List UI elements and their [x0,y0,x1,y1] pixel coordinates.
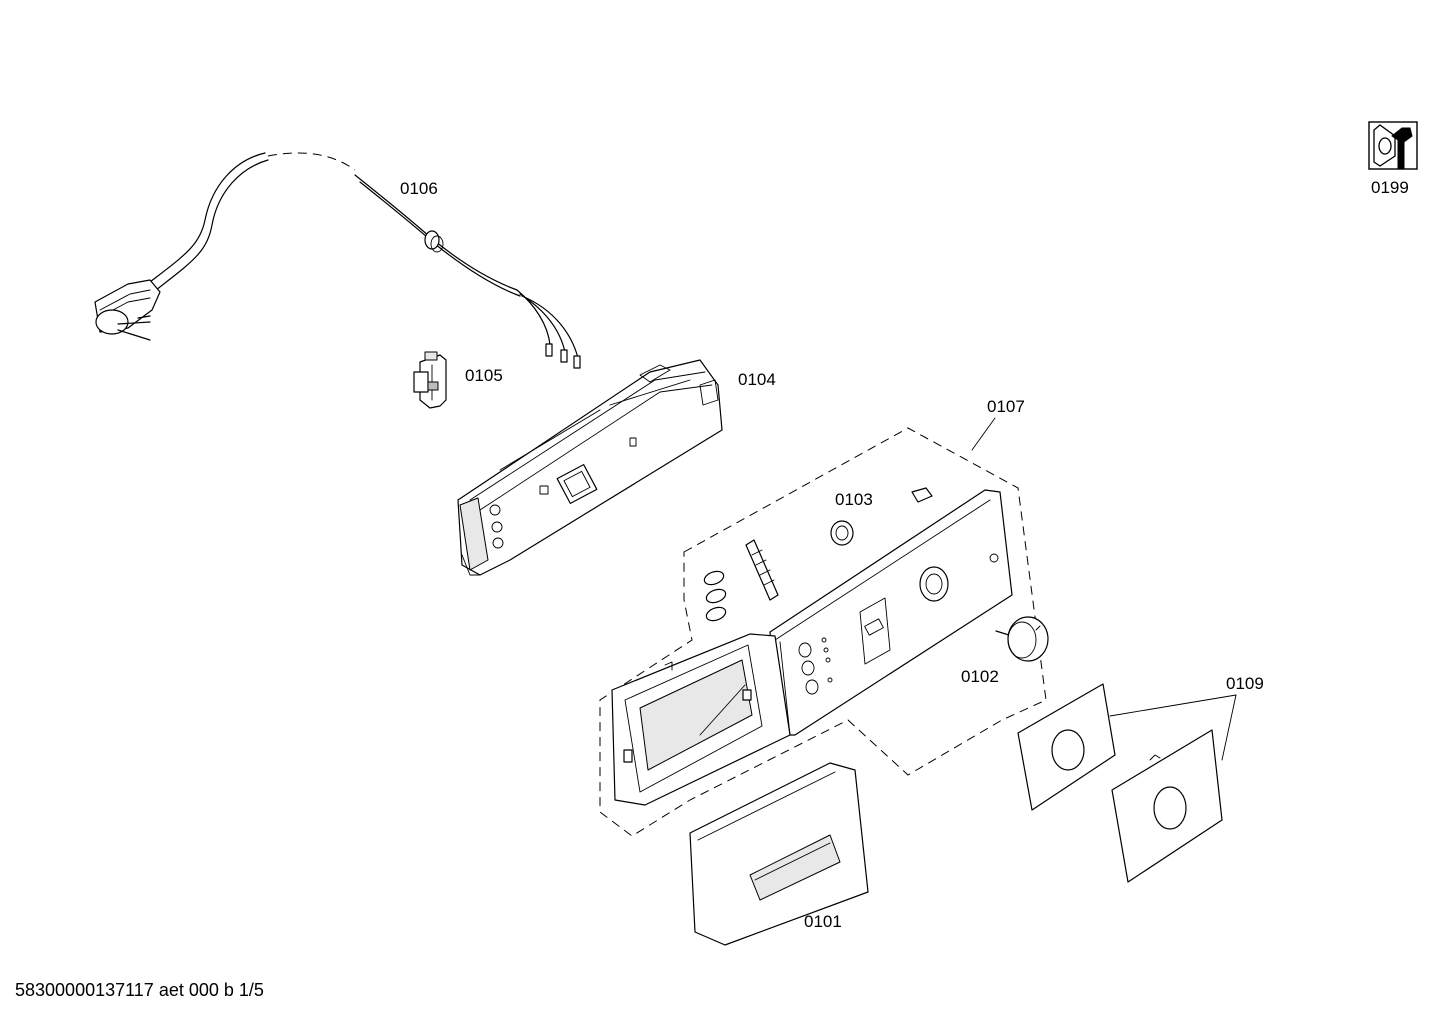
cover-plates-0109 [1017,683,1223,883]
part-label-0104: 0104 [738,370,776,389]
group-boundary-0107 [599,427,1047,837]
part-label-0199: 0199 [1371,178,1409,197]
part-label-0101: 0101 [804,912,842,931]
indicator-parts-0103 [703,487,933,622]
clip-part-0105 [413,351,447,409]
drawer-front-0101 [689,762,869,946]
part-label-0103: 0103 [835,490,873,509]
part-label-0106: 0106 [400,179,438,198]
leader-lines [971,417,1237,761]
control-panel [611,489,1013,806]
electronic-module-0104 [457,359,723,576]
part-label-0109: 0109 [1226,674,1264,693]
part-label-0107: 0107 [987,397,1025,416]
nut-and-wrench-icon [1368,121,1418,170]
power-cable-0106 [94,152,581,369]
part-label-0102: 0102 [961,667,999,686]
part-label-0105: 0105 [465,366,503,385]
knob-0102 [995,616,1049,662]
document-code: 58300000137117 aet 000 b 1/5 [15,980,264,1000]
